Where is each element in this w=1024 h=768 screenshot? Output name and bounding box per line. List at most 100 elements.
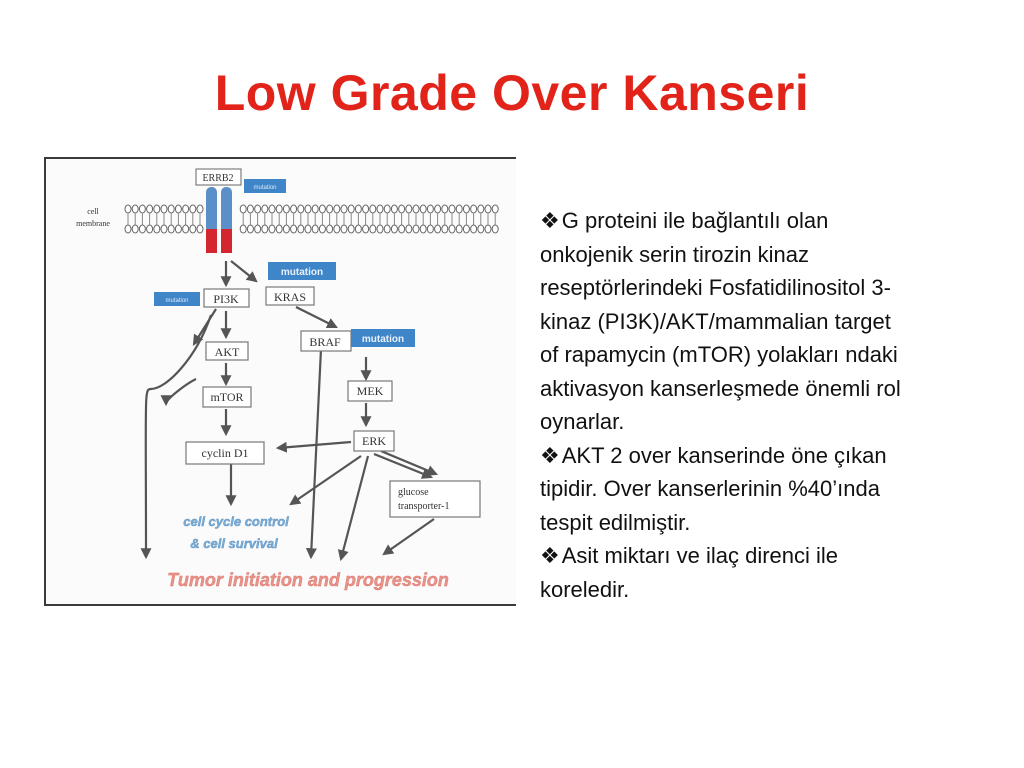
lipid-head: [131, 204, 139, 214]
lipid-head: [311, 224, 319, 234]
lipid-head: [160, 224, 168, 234]
lipid-head: [275, 224, 283, 234]
lipid-head: [484, 204, 492, 214]
lipid-head: [146, 224, 154, 234]
lipid-head: [268, 204, 276, 214]
pathway-nodes: PI3K KRAS AKT BRAF mTOR MEK cyclin D1 ER…: [185, 286, 481, 518]
cell-membrane: [124, 204, 499, 234]
lipid-head: [354, 224, 362, 234]
lipid-head: [448, 204, 456, 214]
lipid-head: [455, 204, 463, 214]
lipid-head: [254, 224, 262, 234]
lipid-head: [268, 224, 276, 234]
bullet-2-line-3: tespit edilmiştir.: [540, 509, 691, 535]
lipid-head: [405, 224, 413, 234]
lipid-head: [441, 204, 449, 214]
lipid-head: [362, 224, 370, 234]
node-akt-label: AKT: [215, 345, 240, 359]
node-pi3k-label: PI3K: [213, 292, 239, 306]
lipid-head: [419, 204, 427, 214]
lipid-head: [196, 224, 204, 234]
lipid-head: [470, 224, 478, 234]
lipid-head: [196, 204, 204, 214]
node-pi3k: [203, 288, 250, 308]
lipid-head: [261, 204, 269, 214]
bullet-list: ❖G proteini ile bağlantılı olan onkojeni…: [540, 204, 980, 606]
outcome-cell-cycle-1: cell cycle control: [183, 514, 289, 529]
lipid-head: [362, 204, 370, 214]
lipid-head: [275, 204, 283, 214]
lipid-head: [398, 204, 406, 214]
lipid-head: [297, 224, 305, 234]
lipid-head: [333, 224, 341, 234]
lipid-head: [124, 204, 132, 214]
cell-membrane-label-1: cell: [87, 207, 99, 216]
lipid-head: [470, 204, 478, 214]
outcome-tumor: Tumor initiation and progression: [167, 570, 449, 590]
bullet-3-line-1: Asit miktarı ve ilaç direnci ile: [561, 543, 839, 568]
lipid-head: [434, 224, 442, 234]
slide-title: Low Grade Over Kanseri: [214, 65, 810, 121]
bullet-1-line-6: aktivasyon kanserleşmede önemli rol: [540, 375, 901, 401]
node-kras: [265, 286, 315, 306]
node-mtor-label: mTOR: [210, 390, 243, 404]
lipid-head: [239, 204, 247, 214]
node-erk: [353, 430, 395, 452]
lipid-head: [174, 204, 182, 214]
lipid-head: [318, 224, 326, 234]
mutation-tag-braf-label: mutation: [362, 334, 404, 345]
lipid-head: [376, 224, 384, 234]
lipid-head: [347, 204, 355, 214]
lipid-head: [448, 224, 456, 234]
lipid-head: [153, 224, 161, 234]
mutation-tag-braf: [351, 329, 415, 347]
lipid-head: [455, 224, 463, 234]
lipid-head: [261, 224, 269, 234]
lipid-head: [282, 204, 290, 214]
lipid-head: [347, 224, 355, 234]
bullet-1-line-7: oynarlar.: [540, 409, 625, 434]
bullet-2-line-2: tipidir. Over kanserlerinin %40’ında: [540, 476, 880, 501]
bullet-3-line-2: koreledir.: [540, 576, 630, 602]
lipid-head: [311, 204, 319, 214]
lipid-head: [340, 224, 348, 234]
lipid-head: [282, 224, 290, 234]
lipid-head: [160, 204, 168, 214]
lipid-head: [354, 204, 362, 214]
lipid-head: [189, 224, 197, 234]
lipid-head: [254, 204, 262, 214]
lipid-head: [304, 224, 312, 234]
lipid-head: [491, 224, 499, 234]
bullet-1-line-2: onkojenik serin tirozin kinaz: [540, 241, 810, 267]
lipid-head: [124, 224, 132, 234]
bullet-item-2: ❖AKT 2 over kanserinde öne çıkan tipidir…: [540, 439, 980, 540]
lipid-head: [239, 224, 247, 234]
lipid-head: [333, 204, 341, 214]
lipid-head: [167, 224, 175, 234]
lipid-head: [412, 204, 420, 214]
lipid-head: [383, 204, 391, 214]
node-mtor: [202, 386, 252, 408]
errb2-receptor: ERRB2: [195, 168, 242, 253]
lipid-head: [426, 224, 434, 234]
lipid-head: [290, 204, 298, 214]
pathway-diagram: cell membrane ERRB2 mutation mutation mu…: [44, 157, 516, 606]
cell-membrane-label-2: membrane: [76, 219, 110, 228]
lipid-head: [398, 224, 406, 234]
node-glucose-transporter: [389, 480, 481, 518]
lipid-head: [246, 224, 254, 234]
bullet-item-3: ❖Asit miktarı ve ilaç direnci ile korele…: [540, 539, 980, 606]
lipid-head: [434, 204, 442, 214]
bullet-1-line-5: of rapamycin (mTOR) yolakları ndaki: [540, 342, 898, 367]
node-kras-label: KRAS: [274, 290, 306, 304]
lipid-head: [297, 204, 305, 214]
diamond-bullet-icon: ❖: [540, 208, 560, 233]
lipid-head: [153, 204, 161, 214]
diamond-bullet-icon: ❖: [540, 442, 560, 468]
lipid-head: [491, 204, 499, 214]
lipid-head: [174, 224, 182, 234]
lipid-head: [405, 204, 413, 214]
lipid-head: [412, 224, 420, 234]
node-glucose-label-1: glucose: [398, 487, 429, 498]
lipid-head: [146, 204, 154, 214]
